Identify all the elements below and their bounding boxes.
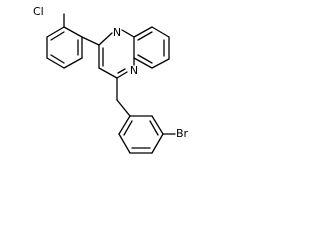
bond (116, 71, 128, 79)
bond (50, 31, 65, 41)
bond (151, 58, 170, 69)
bonds (46, 13, 176, 154)
bond (137, 31, 153, 41)
atom-labels: N N Cl Br (33, 5, 189, 140)
bond (133, 26, 153, 38)
bond (151, 26, 170, 38)
bond (50, 54, 65, 64)
bond (116, 99, 131, 117)
bond (149, 120, 159, 136)
bond (151, 133, 164, 154)
bond (46, 26, 65, 38)
bond (98, 32, 113, 46)
bromine-label: Br (176, 127, 189, 140)
bond (63, 26, 83, 38)
bond (123, 120, 133, 136)
bond (118, 133, 131, 154)
chlorine-label: Cl (33, 5, 44, 18)
bond (117, 68, 126, 74)
bond (137, 54, 153, 64)
molecule-structure: N N Cl Br (33, 5, 189, 154)
nitrogen-label-bottom: N (130, 64, 138, 77)
bond (98, 67, 118, 79)
nitrogen-label-top: N (113, 26, 121, 39)
bond (133, 57, 153, 69)
bond (151, 115, 164, 135)
bond (121, 29, 135, 38)
bond (46, 57, 65, 69)
bond (63, 57, 83, 69)
bond (81, 36, 100, 46)
bond (118, 115, 131, 135)
